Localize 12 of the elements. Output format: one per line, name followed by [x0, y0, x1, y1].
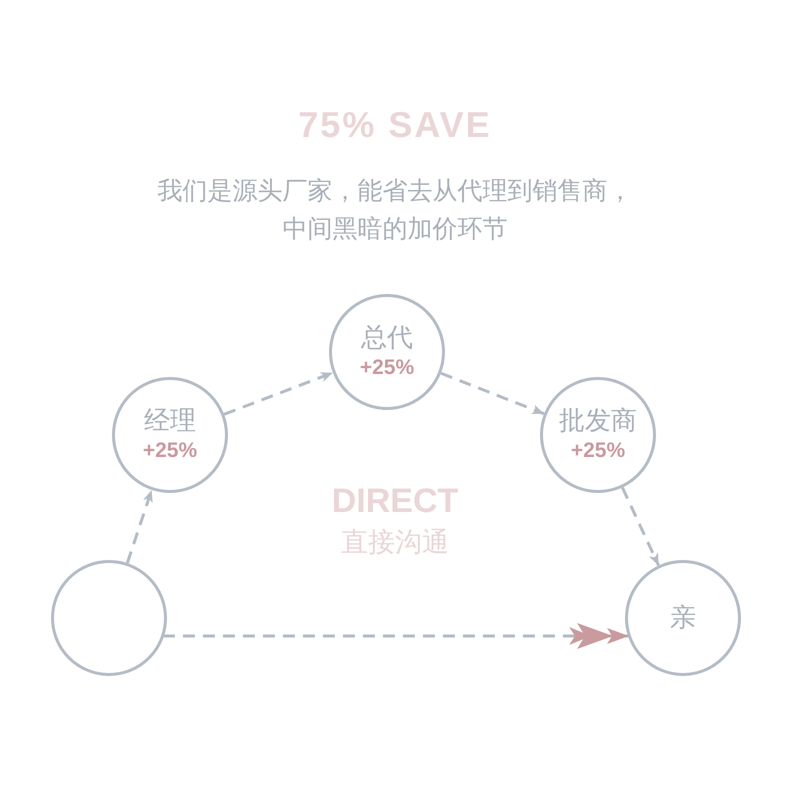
node-label: 批发商 — [559, 405, 637, 437]
description-text: 我们是源头厂家，能省去从代理到销售商，中间黑暗的加价环节 — [156, 175, 634, 245]
node-label: 亲 — [670, 602, 696, 634]
percent-label: +25% — [142, 438, 198, 464]
node-label: 经理 — [144, 405, 196, 437]
arrow — [126, 490, 154, 564]
arrow — [440, 372, 545, 416]
percent-label: +25% — [570, 438, 626, 464]
arrow — [224, 371, 334, 416]
arrow — [621, 486, 660, 566]
percent-label: +25% — [360, 355, 414, 381]
node-label: 总代 — [361, 322, 413, 354]
